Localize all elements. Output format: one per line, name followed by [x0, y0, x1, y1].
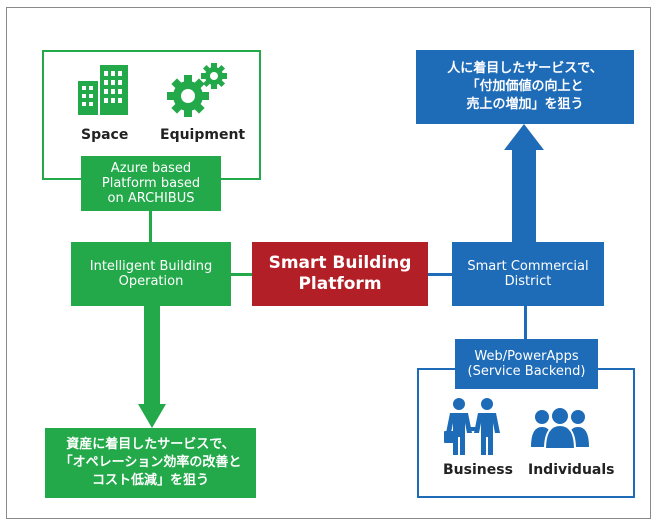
connector-hub-district: [428, 273, 453, 276]
service-backend-box: Web/PowerApps (Service Backend): [455, 339, 598, 389]
smart-commercial-district-box: Smart Commercial District: [452, 242, 604, 306]
asset-service-box: 資産に着目したサービスで、 「オペレーション効率の改善と コスト低減」を狙う: [45, 428, 256, 498]
space-label: Space: [81, 127, 129, 143]
up-arrow-icon: [504, 124, 544, 242]
azure-platform-box: Azure based Platform based on ARCHIBUS: [81, 156, 221, 211]
equipment-label: Equipment: [160, 127, 246, 143]
individuals-icon: [531, 405, 589, 449]
business-people-icon: [442, 397, 504, 455]
building-icon: [76, 63, 130, 115]
intelligent-building-box: Intelligent Building Operation: [71, 242, 231, 306]
connector-intelligent-hub: [231, 273, 253, 276]
people-service-box: 人に着目したサービスで、 「付加価値の向上と 売上の増加」を狙う: [416, 50, 634, 124]
down-arrow-icon: [138, 306, 166, 428]
connector-district-backend: [524, 306, 527, 339]
gears-icon: [160, 60, 232, 120]
smart-building-platform-box: Smart Building Platform: [252, 242, 428, 306]
individuals-label: Individuals: [528, 462, 615, 478]
connector-platform-intelligent: [149, 211, 152, 242]
business-label: Business: [443, 462, 513, 478]
